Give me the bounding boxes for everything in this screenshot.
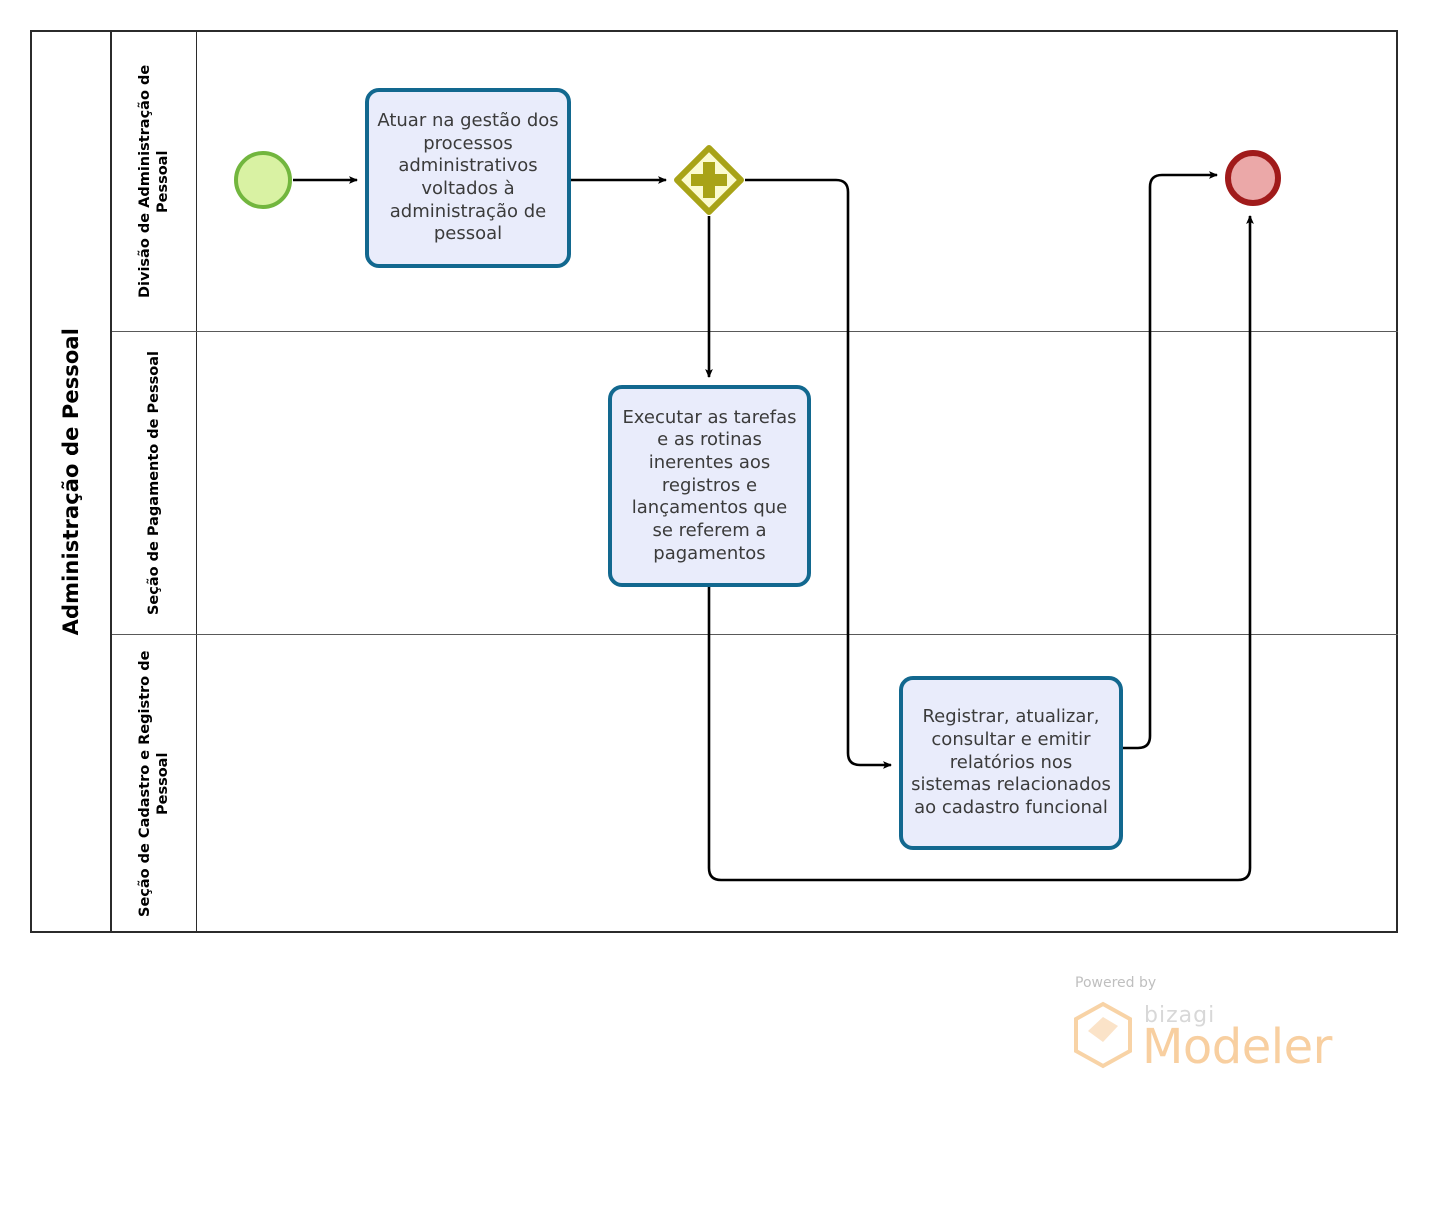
modeler-wordmark: Modeler [1142,1019,1332,1075]
lane-title-3: Seção de Cadastro e Registro de Pessoal [136,650,171,917]
bizagi-wordmark: bizagi [1144,1003,1216,1028]
lane-title-2: Seção de Pagamento de Pessoal [145,350,162,616]
lane-header-2: Seção de Pagamento de Pessoal [112,332,197,634]
pool-header: Administração de Pessoal [32,32,112,931]
task-registrar-atualizar[interactable]: Registrar, atualizar, consultar e emitir… [899,676,1123,850]
plus-icon [691,162,727,198]
end-event[interactable] [1225,150,1281,206]
bizagi-watermark: Powered by bizagi Modeler [1072,975,1342,1075]
powered-by-label: Powered by [1075,975,1157,991]
bizagi-logo-icon [1072,1001,1134,1069]
task-atuar-na-gestao[interactable]: Atuar na gestão dos processos administra… [365,88,571,268]
lane-divisao-de-administracao-de-pessoal[interactable]: Divisão de Administração de Pessoal [112,32,1398,332]
parallel-gateway[interactable] [674,145,744,215]
lane-secao-de-cadastro-e-registro-de-pessoal[interactable]: Seção de Cadastro e Registro de Pessoal [112,635,1398,932]
task-2-label: Executar as tarefas e as rotinas inerent… [622,406,797,564]
task-executar-as-tarefas[interactable]: Executar as tarefas e as rotinas inerent… [608,385,811,587]
start-event[interactable] [234,151,292,209]
task-3-label: Registrar, atualizar, consultar e emitir… [911,706,1111,818]
lane-header-3: Seção de Cadastro e Registro de Pessoal [112,635,197,932]
pool-title: Administração de Pessoal [59,327,83,636]
task-1-label: Atuar na gestão dos processos administra… [377,109,559,245]
lane-title-1: Divisão de Administração de Pessoal [136,64,171,299]
lane-header-1: Divisão de Administração de Pessoal [112,32,197,331]
